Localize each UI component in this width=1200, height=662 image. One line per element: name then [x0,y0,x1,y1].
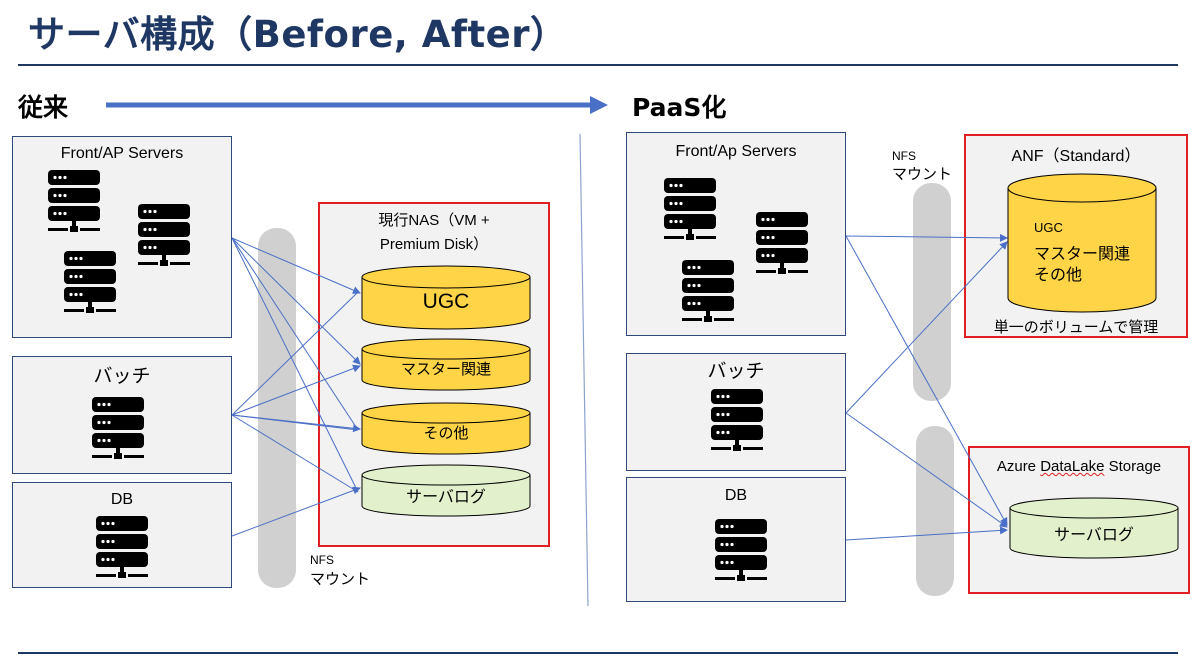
datalake-title: Azure DataLake Storage [970,458,1188,475]
server-icon [682,260,734,322]
front-ap-servers-label-after: Front/Ap Servers [675,143,797,160]
nas-title-line2: Premium Disk） [379,236,489,253]
server-icon [664,178,716,240]
footer-rule [18,652,1178,654]
server-icon [96,516,148,578]
nfs-label-before: NFS [310,553,334,567]
server-icon [711,389,763,451]
batch-label-after: バッチ [707,361,765,382]
anf-disk-line-other: その他 [1034,267,1083,284]
disk-master [361,338,531,391]
disk-ugc [361,265,531,330]
front-ap-servers-panel-after: Front/Ap Servers [626,132,846,336]
disk-ugc-label: UGC [422,290,470,313]
server-icon [756,212,808,274]
server-icon [138,204,190,266]
anf-title: ANF（Standard） [1011,148,1141,165]
nfs-label-after: NFS [892,149,916,163]
db-label: DB [110,491,134,508]
front-ap-servers-panel: Front/AP Servers [12,136,232,338]
after-label: PaaS化 [632,93,727,122]
db-label-after: DB [724,487,748,504]
before-connectors [231,237,359,493]
anf-disk [1007,173,1157,313]
batch-panel-after: バッチ [626,353,846,471]
server-icon [92,397,144,459]
mount-label-after: マウント [892,166,953,183]
datalake-title-prefix: Azure [996,458,1041,475]
title-underline [18,64,1178,66]
before-arrow-connectors [231,237,361,537]
nas-title-line1: 現行NAS（VM + [378,212,490,229]
batch-label: バッチ [93,366,151,387]
section-divider [579,133,589,607]
server-icon [64,251,116,313]
datalake-disk-label: サーバログ [1054,527,1134,544]
after-connectors [845,233,1008,541]
disk-master-label: マスター関連 [400,361,491,378]
mount-label-before: マウント [310,571,371,588]
front-ap-servers-label: Front/AP Servers [60,145,184,162]
anf-disk-line-ugc: UGC [1034,220,1063,235]
disk-other-label: その他 [423,425,469,442]
transition-arrow-head [590,96,608,114]
server-icon [48,170,100,232]
server-icon [715,519,767,581]
page-title: サーバ構成（Before, After） [28,13,568,56]
disk-server-log-label: サーバログ [406,489,486,506]
anf-disk-line-master: マスター関連 [1034,246,1131,263]
datalake-disk [1009,497,1179,559]
disk-server-log [361,464,531,517]
disk-other [361,402,531,455]
before-label: 従来 [18,93,69,122]
nfs-mount-bar-after [913,183,951,401]
anf-caption: 単一のボリュームで管理 [993,319,1159,336]
datalake-title-suffix: Storage [1104,458,1162,475]
datalake-mount-bar [916,426,954,596]
datalake-title-wavy: DataLake [1040,458,1105,475]
